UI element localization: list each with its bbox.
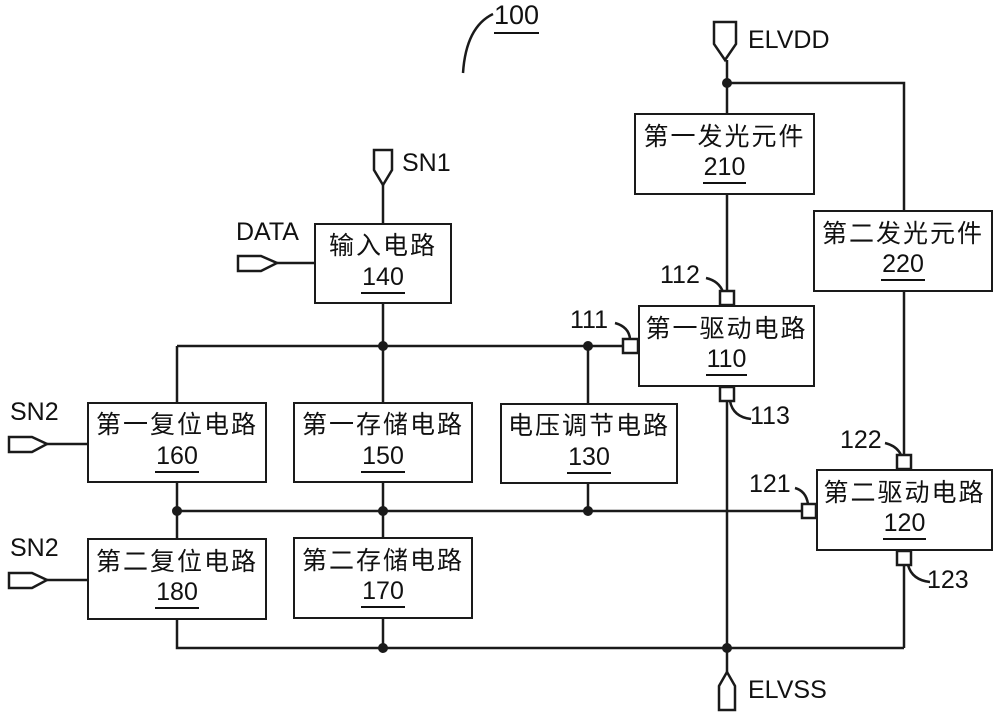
block-second-reset-circuit: 第二复位电路 180 [87, 538, 267, 620]
junction-dot [172, 506, 182, 516]
block-ref: 140 [361, 262, 405, 294]
sn2-bottom-pin-icon [7, 571, 50, 590]
block-ref: 110 [705, 344, 748, 377]
figure-ref-label: 100 [494, 2, 540, 34]
block-first-light-emitting-element: 第一发光元件 210 [634, 113, 815, 195]
block-second-light-emitting-element: 第二发光元件 220 [813, 210, 993, 292]
leader-100 [461, 12, 494, 74]
terminal-square-123 [895, 549, 913, 567]
junction-dot [378, 341, 388, 351]
terminal-square-122 [895, 453, 913, 471]
block-name: 第二发光元件 [821, 220, 984, 248]
sn2-top-label: SN2 [10, 398, 59, 426]
block-first-driving-circuit: 第一驱动电路 110 [638, 305, 815, 387]
pin-label-111: 111 [570, 306, 609, 334]
block-voltage-adjusting-circuit: 电压调节电路 130 [500, 403, 678, 484]
junction-dot [722, 643, 732, 653]
pin-label-122: 122 [840, 426, 882, 454]
block-second-driving-circuit: 第二驱动电路 120 [816, 469, 993, 551]
block-ref: 120 [882, 508, 927, 541]
junction-dot [378, 643, 388, 653]
terminal-square-112 [718, 289, 736, 307]
block-name: 电压调节电路 [507, 413, 670, 441]
sn1-pin-icon [372, 148, 394, 188]
leader-113 [728, 400, 752, 421]
leader-111 [614, 321, 632, 340]
block-ref: 170 [361, 576, 405, 609]
sn1-label: SN1 [402, 149, 451, 177]
data-label: DATA [236, 218, 299, 246]
junction-dot [722, 78, 732, 88]
block-ref: 180 [155, 577, 199, 610]
block-ref: 210 [702, 152, 747, 185]
block-name: 第二复位电路 [95, 548, 258, 576]
pin-label-123: 123 [927, 566, 969, 594]
pin-label-121: 121 [749, 470, 791, 498]
junction-dot [583, 506, 593, 516]
block-first-storage-circuit: 第一存储电路 150 [293, 402, 473, 483]
terminal-square-113 [718, 385, 736, 403]
block-name: 第一复位电路 [95, 412, 258, 440]
pin-label-112: 112 [660, 261, 700, 289]
terminal-square-121 [800, 502, 818, 520]
block-name: 第二存储电路 [301, 547, 464, 575]
elvss-pin-icon [717, 669, 737, 712]
pin-label-113: 113 [750, 402, 790, 430]
block-ref: 160 [155, 441, 199, 473]
data-pin-icon [236, 254, 280, 273]
wire-elvss-bus [175, 620, 904, 650]
sn2-top-pin-icon [7, 435, 50, 454]
leader-121 [794, 486, 810, 505]
block-second-storage-circuit: 第二存储电路 170 [293, 537, 473, 619]
block-ref: 150 [361, 441, 405, 473]
block-ref: 130 [567, 442, 611, 474]
block-input-circuit: 输入电路 140 [314, 223, 452, 304]
elvdd-pin-icon [712, 20, 738, 63]
block-name: 第二驱动电路 [823, 479, 986, 507]
junction-dot [378, 506, 388, 516]
sn2-bottom-label: SN2 [10, 534, 59, 562]
wire-top-branch [727, 81, 906, 210]
leader-122 [884, 441, 903, 456]
block-name: 输入电路 [328, 233, 437, 261]
terminal-square-111 [621, 337, 640, 355]
block-first-reset-circuit: 第一复位电路 160 [87, 402, 267, 483]
elvdd-label: ELVDD [748, 26, 830, 54]
leader-123 [906, 564, 931, 584]
block-name: 第一驱动电路 [645, 315, 808, 343]
block-name: 第一发光元件 [643, 123, 806, 151]
block-name: 第一存储电路 [301, 412, 464, 440]
junction-dot [583, 341, 593, 351]
block-ref: 220 [881, 249, 925, 282]
elvss-label: ELVSS [748, 676, 827, 704]
